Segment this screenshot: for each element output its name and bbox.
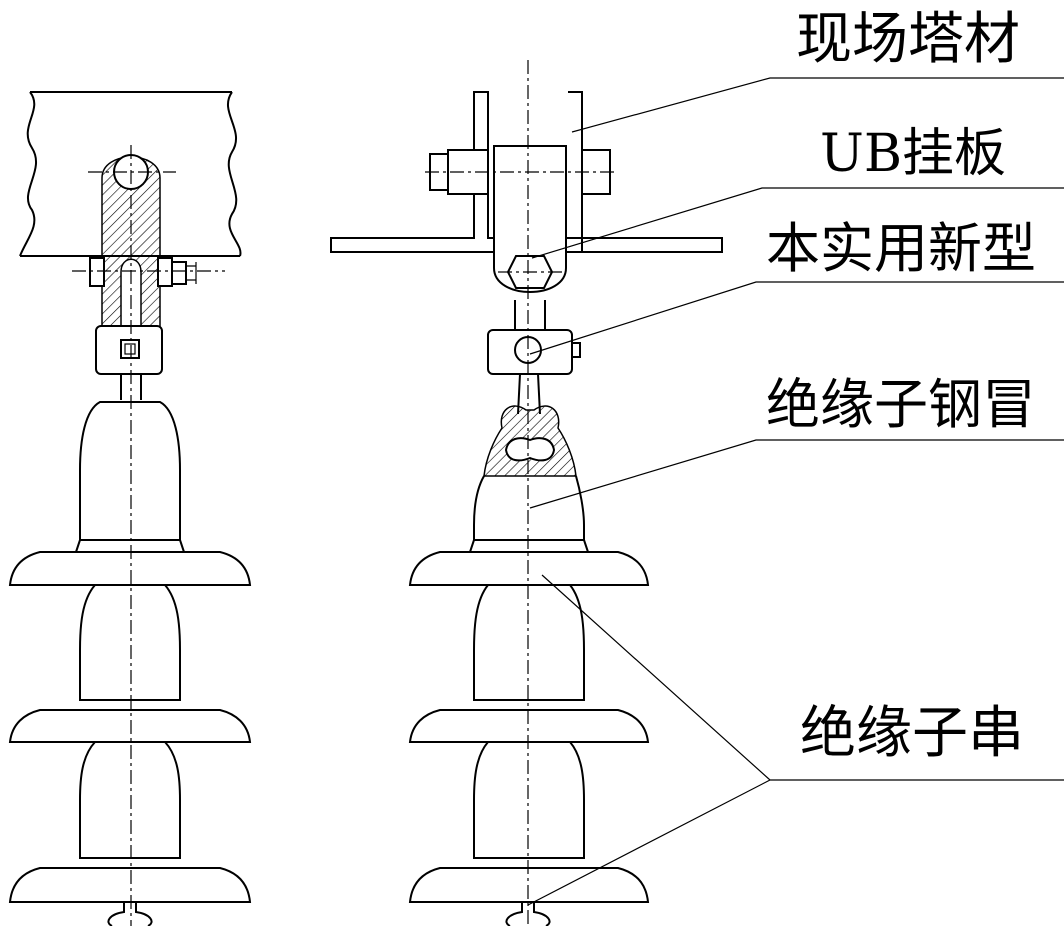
- left-side-view: [8, 91, 252, 927]
- leader-utility-model: [529, 281, 1064, 355]
- left-cotter: [186, 262, 197, 284]
- label-insulator-string: 绝缘子串: [800, 701, 1024, 766]
- left-tower-member: [19, 91, 242, 257]
- label-tower-material: 现场塔材: [796, 7, 1020, 72]
- left-nut: [157, 257, 173, 287]
- label-utility-model: 本实用新型: [766, 217, 1036, 280]
- leader-string: [527, 574, 1064, 906]
- right-neck: [514, 300, 546, 330]
- left-bolt-head: [89, 257, 105, 287]
- leader-ub-plate: [531, 187, 1064, 259]
- left-insulator-string: [8, 401, 252, 927]
- cap-socket-ball: [504, 437, 556, 462]
- leader-tower: [571, 77, 1064, 133]
- leader-lines: [527, 77, 1064, 906]
- ub-plate: [493, 145, 567, 293]
- right-tower-angle: [330, 91, 723, 253]
- right-insulator-string: [408, 475, 650, 927]
- label-insulator-steel-cap: 绝缘子钢冒: [766, 373, 1036, 436]
- utility-model-tab: [571, 342, 581, 358]
- label-ub-plate: UB挂板: [820, 124, 1007, 184]
- leader-steel-cap: [529, 439, 1064, 509]
- left-stem: [120, 374, 142, 400]
- right-front-view: [330, 60, 723, 927]
- left-nut-washer: [171, 261, 187, 285]
- left-sensor-chip: [120, 339, 140, 359]
- left-sensor-core: [124, 343, 136, 355]
